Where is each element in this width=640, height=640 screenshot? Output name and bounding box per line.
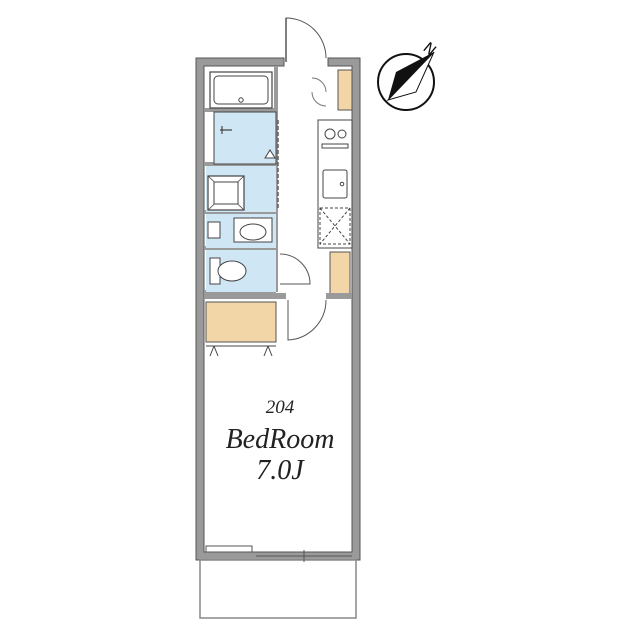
storage-box [207,221,221,239]
shoe-cabinet [337,69,353,111]
door-swing-icon [287,299,327,341]
window-sill [205,545,253,553]
door-swing-icon [279,253,311,285]
north-arrow-icon [377,51,435,111]
door-swing-icon [311,77,327,107]
stove-icon [321,128,349,149]
room-name: BedRoom [225,424,335,455]
closet [205,301,277,343]
bathtub-icon [209,71,273,109]
sink-icon [322,169,348,199]
shower-area [213,111,277,165]
room-number: 204 [265,397,295,418]
washing-machine-icon [207,175,245,211]
sink-icon [233,217,273,243]
entrance-door-icon [285,17,327,62]
outer-wall [195,57,361,561]
room-size: 7.0J [256,455,304,486]
corridor-storage [329,251,351,295]
balcony [199,559,357,619]
toilet-icon [209,257,247,285]
